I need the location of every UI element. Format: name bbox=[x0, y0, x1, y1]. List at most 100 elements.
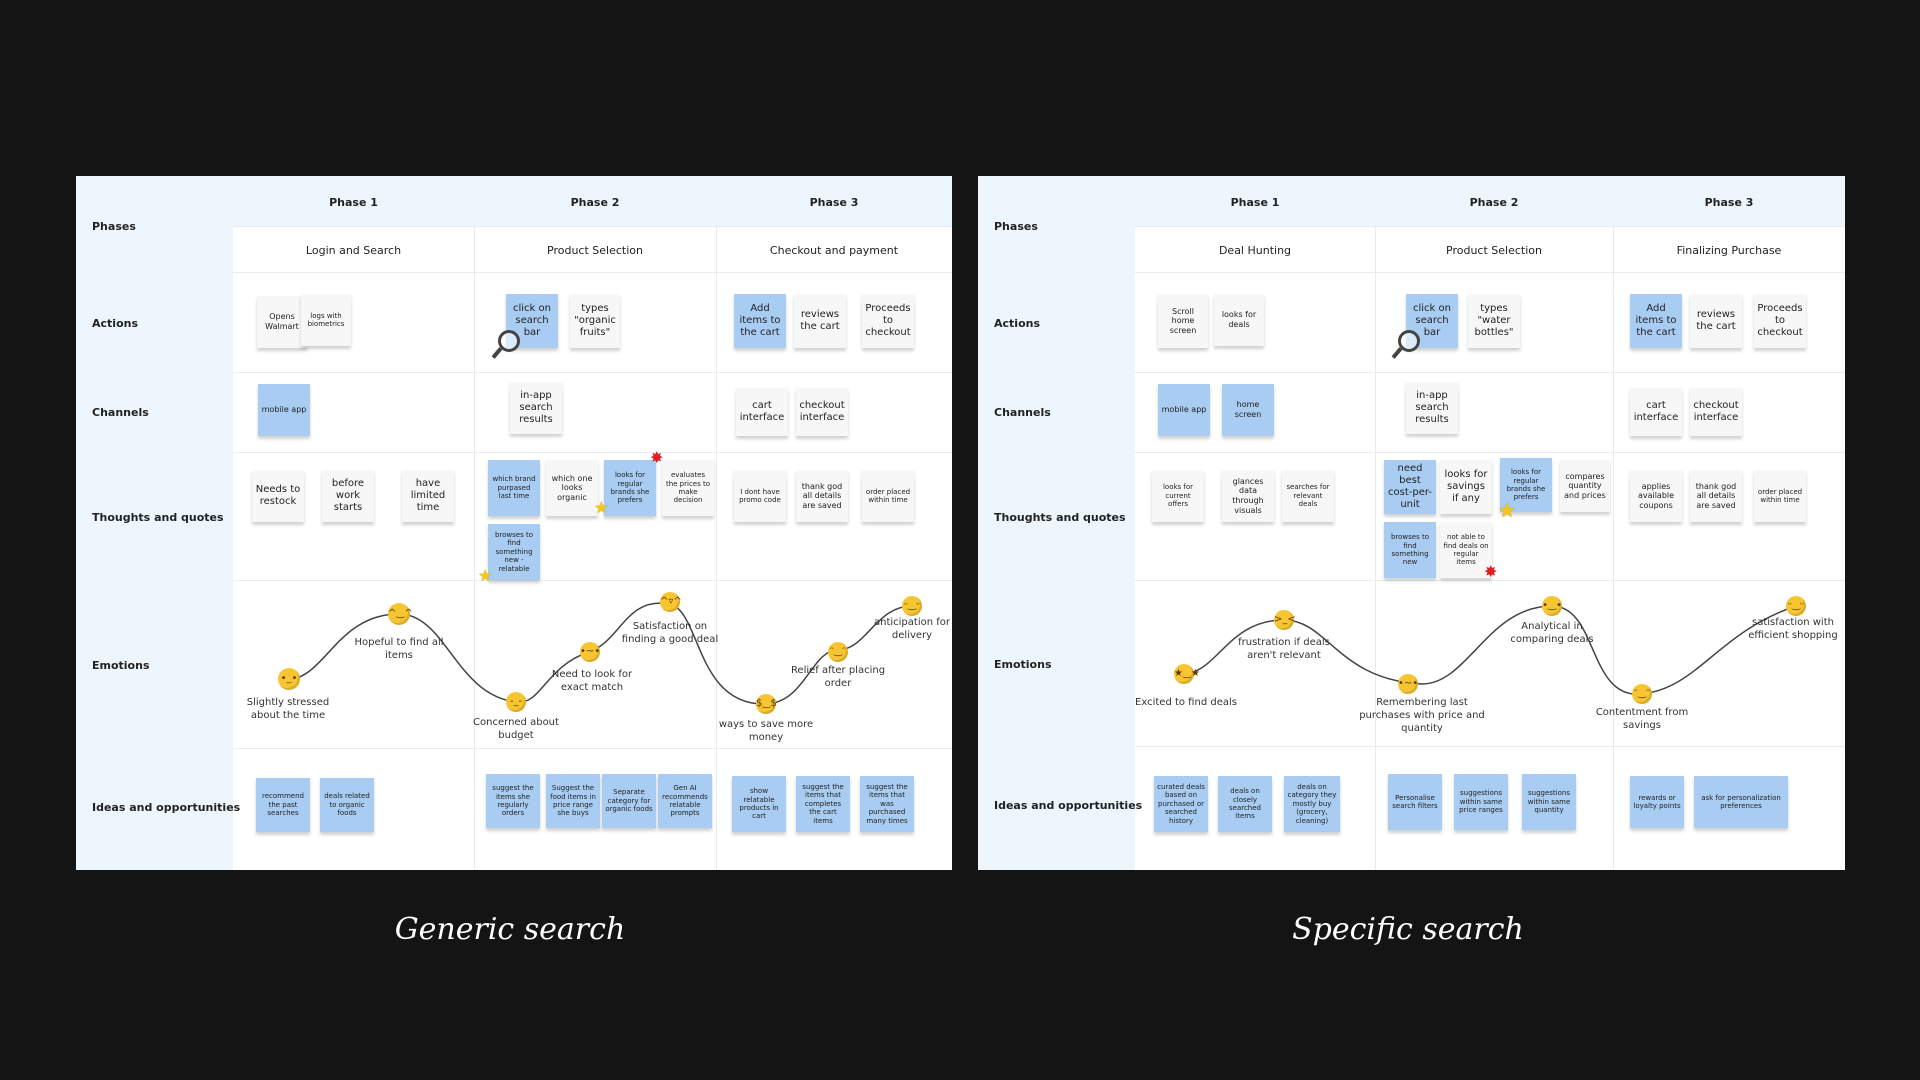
sticky-note: thank god all details are saved bbox=[1690, 470, 1742, 522]
divider bbox=[1613, 226, 1614, 870]
emoji-hopeful-icon: ^‿^ bbox=[388, 603, 413, 625]
sticky-note: looks for current offers bbox=[1152, 470, 1204, 522]
sticky-note: applies available coupons bbox=[1630, 470, 1682, 522]
sticky-note: browses to find something new - relatabl… bbox=[488, 524, 540, 580]
row-label-phases: Phases bbox=[92, 220, 136, 233]
sticky-note: checkout interface bbox=[796, 388, 848, 436]
emotion-label: Contentment from savings bbox=[1595, 707, 1689, 731]
divider bbox=[1135, 452, 1845, 453]
emoji-analytical-icon: •‿• bbox=[1542, 596, 1562, 616]
sticky-note: which one looks organic bbox=[546, 460, 598, 516]
emoji-money-icon: $‿$ bbox=[756, 694, 777, 714]
sticky-note: in-app search results bbox=[510, 382, 562, 434]
sticky-note: Opens Walmart bbox=[257, 296, 307, 348]
sticky-note: Suggest the food items in price range sh… bbox=[546, 774, 600, 828]
sticky-note: looks for regular brands she prefers bbox=[1500, 458, 1552, 512]
caption-specific-search: Specific search bbox=[1292, 912, 1524, 947]
sticky-note: looks for deals bbox=[1214, 294, 1264, 346]
emotion-label: frustration if deals aren't relevant bbox=[1238, 637, 1330, 661]
emotion-label: Need to look for exact match bbox=[551, 669, 633, 693]
row-label-emotions: Emotions bbox=[994, 658, 1052, 671]
sticky-note: Separate category for organic foods bbox=[602, 774, 656, 828]
sticky-note: mobile app bbox=[1158, 384, 1210, 436]
emotion-label: Excited to find deals bbox=[1135, 697, 1237, 708]
sticky-note: rewards or loyalty points bbox=[1630, 776, 1684, 828]
sticky-note: order placed within time bbox=[862, 470, 914, 522]
emoji-frustrated-icon: >_< bbox=[1274, 610, 1296, 630]
anger-icon: ✸ bbox=[650, 448, 664, 467]
divider bbox=[474, 226, 475, 870]
divider bbox=[1135, 580, 1845, 581]
row-label-thoughts: Thoughts and quotes bbox=[92, 511, 224, 524]
sticky-note: recommend the past searches bbox=[256, 778, 310, 832]
anger-icon: ✸ bbox=[1484, 562, 1498, 581]
sticky-note: reviews the cart bbox=[794, 294, 846, 348]
sticky-note: evaluates the prices to make decision bbox=[662, 460, 714, 516]
sticky-note: curated deals based on purchased or sear… bbox=[1154, 776, 1208, 832]
sticky-note: Needs to restock bbox=[252, 470, 304, 522]
star-icon: ★ bbox=[594, 498, 609, 517]
emoji-thinking-icon: •~• bbox=[1398, 674, 1418, 694]
sticky-note: reviews the cart bbox=[1690, 294, 1742, 348]
row-label-column bbox=[978, 176, 1135, 870]
divider bbox=[1135, 746, 1845, 747]
sticky-note: have limited time bbox=[402, 470, 454, 522]
emoji-excited-icon: ★‿★ bbox=[1174, 664, 1200, 684]
sticky-note: logs with biometrics bbox=[301, 294, 351, 346]
sticky-note: suggest the items she regularly orders bbox=[486, 774, 540, 828]
sticky-note: glances data through visuals bbox=[1222, 470, 1274, 522]
divider bbox=[233, 748, 952, 749]
emoji-stressed-icon: •_• bbox=[278, 668, 300, 690]
sticky-note: thank god all details are saved bbox=[796, 470, 848, 522]
caption-generic-search: Generic search bbox=[394, 912, 626, 947]
sticky-note: need best cost-per-unit bbox=[1384, 460, 1436, 514]
emotion-label: Hopeful to find all items bbox=[354, 637, 444, 661]
sticky-note: not able to find deals on regular items bbox=[1440, 522, 1492, 578]
sticky-note: searches for relevant deals bbox=[1282, 470, 1334, 522]
emoji-anticipation-icon: ᵕ‿ᵕ bbox=[902, 596, 922, 616]
star-icon: ★ bbox=[1498, 498, 1516, 522]
phase-2-title: Phase 2 bbox=[1469, 196, 1519, 209]
sticky-note: mobile app bbox=[258, 384, 310, 436]
phase-3-subtitle: Finalizing Purchase bbox=[1676, 244, 1782, 257]
sticky-note: cart interface bbox=[736, 388, 788, 436]
row-label-phases: Phases bbox=[994, 220, 1038, 233]
sticky-note: suggest the items that completes the car… bbox=[796, 776, 850, 832]
sticky-note: Proceeds to checkout bbox=[862, 294, 914, 348]
divider bbox=[716, 226, 717, 870]
sticky-note: ask for personalization preferences bbox=[1694, 776, 1788, 828]
sticky-note: order placed within time bbox=[1754, 470, 1806, 522]
emoji-grinning-icon: ^▿^ bbox=[660, 592, 682, 612]
sticky-note: deals on category they mostly buy (groce… bbox=[1284, 776, 1340, 832]
phase-1-title: Phase 1 bbox=[1230, 196, 1280, 209]
phase-3-title: Phase 3 bbox=[809, 196, 859, 209]
emotion-label: satisfaction with efficient shopping bbox=[1748, 617, 1838, 641]
phase-3-title: Phase 3 bbox=[1704, 196, 1754, 209]
sticky-note: Proceeds to checkout bbox=[1754, 294, 1806, 348]
sticky-note: deals related to organic foods bbox=[320, 778, 374, 832]
sticky-note: Gen AI recommends relatable prompts bbox=[658, 774, 712, 828]
row-label-column bbox=[76, 176, 233, 870]
sticky-note: Add items to the cart bbox=[1630, 294, 1682, 348]
emotion-label: Analytical in comparing deals bbox=[1510, 621, 1594, 645]
emotion-label: Satisfaction on finding a good deal bbox=[621, 621, 719, 645]
divider bbox=[233, 372, 952, 373]
row-label-channels: Channels bbox=[92, 406, 149, 419]
emotion-label: anticipation for delivery bbox=[873, 617, 950, 641]
divider bbox=[233, 580, 952, 581]
sticky-note: show relatable products in cart bbox=[732, 776, 786, 832]
sticky-note: Scroll home screen bbox=[1158, 294, 1208, 348]
emoji-relieved-icon: ᵔ‿ᵔ bbox=[828, 642, 848, 662]
sticky-note: compares quantity and prices bbox=[1560, 460, 1610, 512]
magnifier-icon bbox=[1398, 330, 1420, 352]
row-label-ideas: Ideas and opportunities bbox=[994, 799, 1143, 812]
sticky-note: checkout interface bbox=[1690, 388, 1742, 436]
sticky-note: I dont have promo code bbox=[734, 470, 786, 522]
phase-header-band bbox=[1135, 176, 1845, 226]
sticky-note: cart interface bbox=[1630, 388, 1682, 436]
sticky-note: home screen bbox=[1222, 384, 1274, 436]
journey-map-generic: Phases Actions Channels Thoughts and quo… bbox=[76, 176, 952, 870]
magnifier-icon bbox=[498, 330, 520, 352]
row-label-ideas: Ideas and opportunities bbox=[92, 801, 241, 814]
sticky-note: Add items to the cart bbox=[734, 294, 786, 348]
